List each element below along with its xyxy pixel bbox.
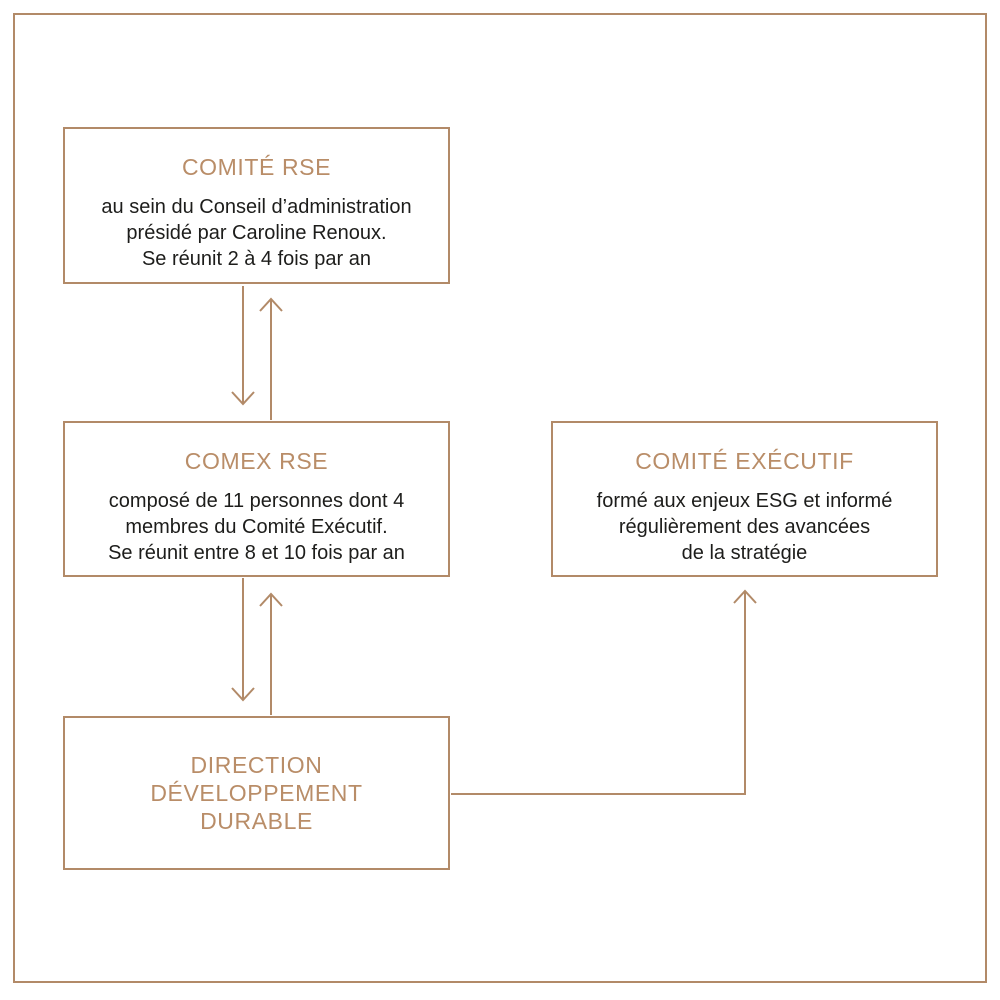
- box-direction-developpement-durable: DIRECTION DÉVELOPPEMENT DURABLE: [63, 716, 450, 870]
- box-direction-title: DIRECTION DÉVELOPPEMENT DURABLE: [150, 752, 363, 834]
- box-comite-executif: COMITÉ EXÉCUTIF formé aux enjeux ESG et …: [551, 421, 938, 577]
- outer-frame: [13, 13, 987, 983]
- box-comex-rse-body: composé de 11 personnes dont 4 membres d…: [108, 490, 405, 564]
- box-comite-executif-title: COMITÉ EXÉCUTIF: [635, 448, 854, 474]
- box-comite-executif-body: formé aux enjeux ESG et informé régulièr…: [596, 490, 893, 564]
- box-comex-rse: COMEX RSE composé de 11 personnes dont 4…: [63, 421, 450, 577]
- box-comite-rse: COMITÉ RSE au sein du Conseil d’administ…: [63, 127, 450, 284]
- box-comite-rse-title: COMITÉ RSE: [181, 154, 332, 180]
- box-comex-rse-title: COMEX RSE: [184, 448, 329, 474]
- box-comite-rse-body: au sein du Conseil d’administration prés…: [101, 196, 412, 270]
